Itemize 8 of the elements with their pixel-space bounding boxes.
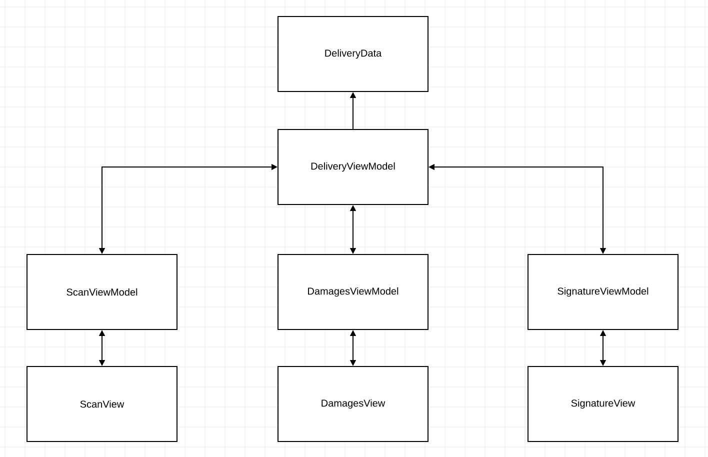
class-box: ScanViewModel [26,254,178,330]
class-box: DeliveryData [278,16,428,92]
class-box: SignatureViewModel [528,254,679,330]
class-box: DamagesView [278,366,428,442]
class-box: DamagesViewModel [278,254,428,330]
class-box: DeliveryViewModel [278,129,428,205]
class-box: SignatureView [528,366,679,442]
class-box: ScanView [26,366,178,442]
